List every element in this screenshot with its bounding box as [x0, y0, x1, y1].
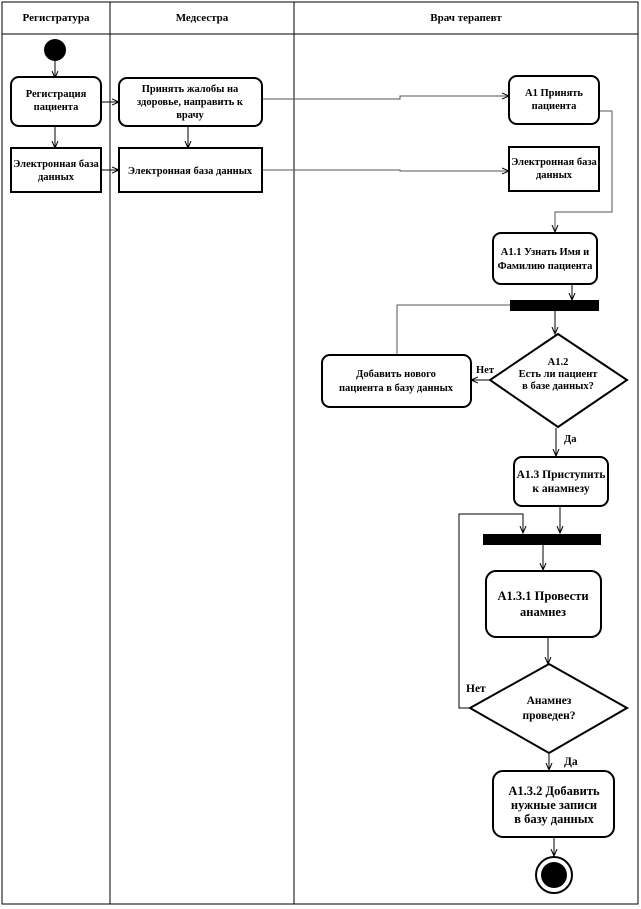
edge-a1-a1-1: [555, 110, 613, 232]
a1-3-label-1: А1.3 Приступить: [517, 469, 606, 481]
accept-complaints-action: [118, 77, 263, 127]
edge-loop-no: [458, 513, 523, 709]
edge-complaints-a1: [262, 96, 509, 100]
a1-3-label-2: к анамнезу: [532, 483, 590, 495]
a1-action: [508, 75, 600, 125]
a1-3-1-label-2: анамнез: [520, 605, 566, 619]
connectors: [55, 61, 613, 856]
a1-3-action: [513, 456, 609, 507]
lane-title-nurse: Медсестра: [176, 12, 229, 24]
a1-2-no-label: Нет: [476, 365, 495, 376]
a1-label-2: пациента: [532, 101, 577, 112]
nurse-db-object: [118, 147, 263, 193]
accept-complaints-label-2: здоровье, направить к: [137, 97, 244, 108]
doctor-db-label-1: Электронная база: [511, 157, 597, 168]
a1-1-label-1: А1.1 Узнать Имя и: [501, 247, 589, 258]
a1-2-label-1: А1.2: [548, 357, 569, 368]
a1-2-yes-label: Да: [564, 434, 577, 445]
a1-3-2-label-3: в базу данных: [514, 812, 594, 826]
a1-3-1-label-1: А1.3.1 Провести: [497, 589, 588, 603]
a1-3-1-action: [485, 570, 602, 638]
anamnesis-label-2: проведен?: [523, 710, 576, 722]
a1-3-2-label-1: А1.3.2 Добавить: [508, 784, 600, 798]
a1-1-action: [492, 232, 598, 285]
register-patient-label-1: Регистрация: [26, 89, 87, 100]
anamnesis-no-label: Нет: [466, 683, 486, 695]
add-patient-label-2: пациента в базу данных: [339, 383, 454, 394]
anamnesis-decision: [467, 662, 630, 755]
register-patient-label-2: пациента: [34, 102, 79, 113]
join-bar-2: [483, 534, 601, 545]
lane-title-registry: Регистратура: [23, 12, 90, 24]
edge-nursedb-doctordb: [262, 170, 509, 171]
edge-fork-add-patient: [396, 304, 510, 355]
a1-2-label-3: в базе данных?: [522, 381, 594, 392]
registry-db-object: [10, 147, 102, 193]
a1-3-2-action: [492, 770, 615, 838]
a1-3-2-label-2: нужные записи: [511, 798, 597, 812]
anamnesis-yes-label: Да: [564, 756, 578, 768]
registry-db-label-1: Электронная база: [13, 159, 99, 170]
a1-label-1: А1 Принять: [525, 88, 583, 99]
nurse-db-label: Электронная база данных: [128, 166, 253, 177]
registry-db-label-2: данных: [38, 172, 75, 183]
doctor-db-object: [508, 146, 600, 192]
add-patient-label-1: Добавить нового: [356, 369, 436, 380]
register-patient-action: [10, 76, 102, 127]
accept-complaints-label-3: врачу: [176, 110, 204, 121]
a1-1-label-2: Фамилию пациента: [498, 261, 593, 272]
doctor-db-label-2: данных: [536, 170, 573, 181]
fork-bar-1: [510, 300, 599, 311]
anamnesis-label-1: Анамнез: [527, 695, 572, 707]
initial-node: [44, 39, 66, 61]
add-patient-action: [321, 354, 472, 408]
a1-2-decision: [488, 332, 629, 429]
lane-title-doctor: Врач терапевт: [430, 12, 502, 24]
a1-2-label-2: Есть ли пациент: [519, 369, 599, 380]
final-node: [535, 856, 573, 894]
accept-complaints-label-1: Принять жалобы на: [142, 84, 239, 95]
